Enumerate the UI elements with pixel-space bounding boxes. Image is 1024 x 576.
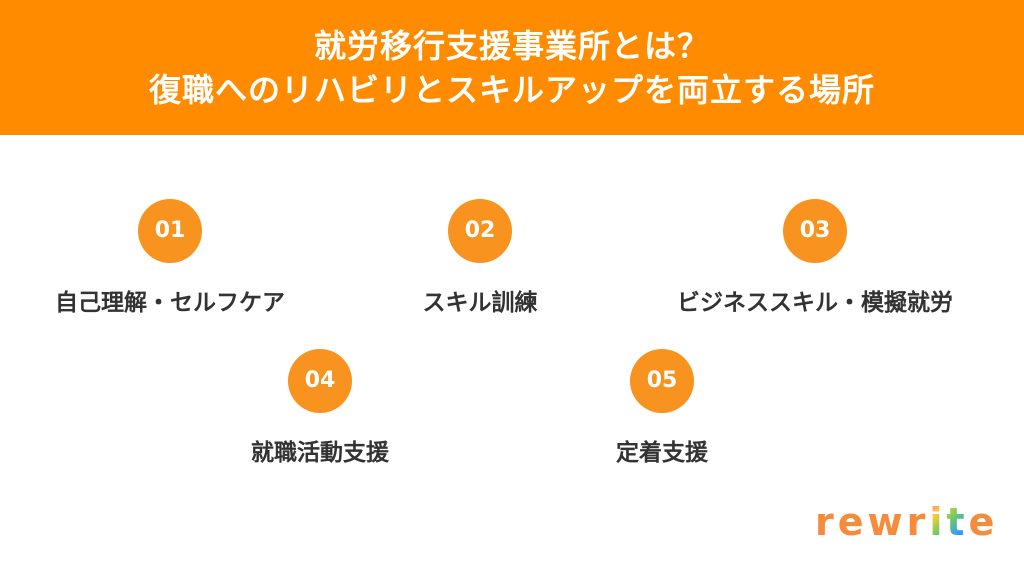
step-label: 就職活動支援 <box>251 440 389 466</box>
step-item-04: 04 就職活動支援 <box>140 349 500 467</box>
step-number-badge: 04 <box>288 349 352 413</box>
step-number-badge: 03 <box>783 199 847 263</box>
step-number-badge: 01 <box>138 199 202 263</box>
step-label: 定着支援 <box>616 440 708 466</box>
step-label: ビジネススキル・模擬就労 <box>677 290 953 316</box>
step-number-badge: 02 <box>448 199 512 263</box>
title-line-1: 就労移行支援事業所とは？ <box>313 26 710 65</box>
step-item-02: 02 スキル訓練 <box>300 199 660 317</box>
logo-text: e <box>968 500 999 544</box>
step-label: スキル訓練 <box>422 290 538 316</box>
step-label: 自己理解・セルフケア <box>55 290 285 316</box>
header-banner: 就労移行支援事業所とは？ 復職へのリハビリとスキルアップを両立する場所 <box>0 0 1024 135</box>
title-line-2: 復職へのリハビリとスキルアップを両立する場所 <box>148 70 875 109</box>
logo-text-rainbow: it <box>929 500 969 544</box>
step-item-01: 01 自己理解・セルフケア <box>0 199 350 317</box>
step-item-03: 03 ビジネススキル・模擬就労 <box>635 199 995 317</box>
rewrite-logo: rewrite <box>815 500 998 544</box>
logo-text: rewr <box>815 500 930 544</box>
step-number-badge: 05 <box>630 349 694 413</box>
step-item-05: 05 定着支援 <box>482 349 842 467</box>
